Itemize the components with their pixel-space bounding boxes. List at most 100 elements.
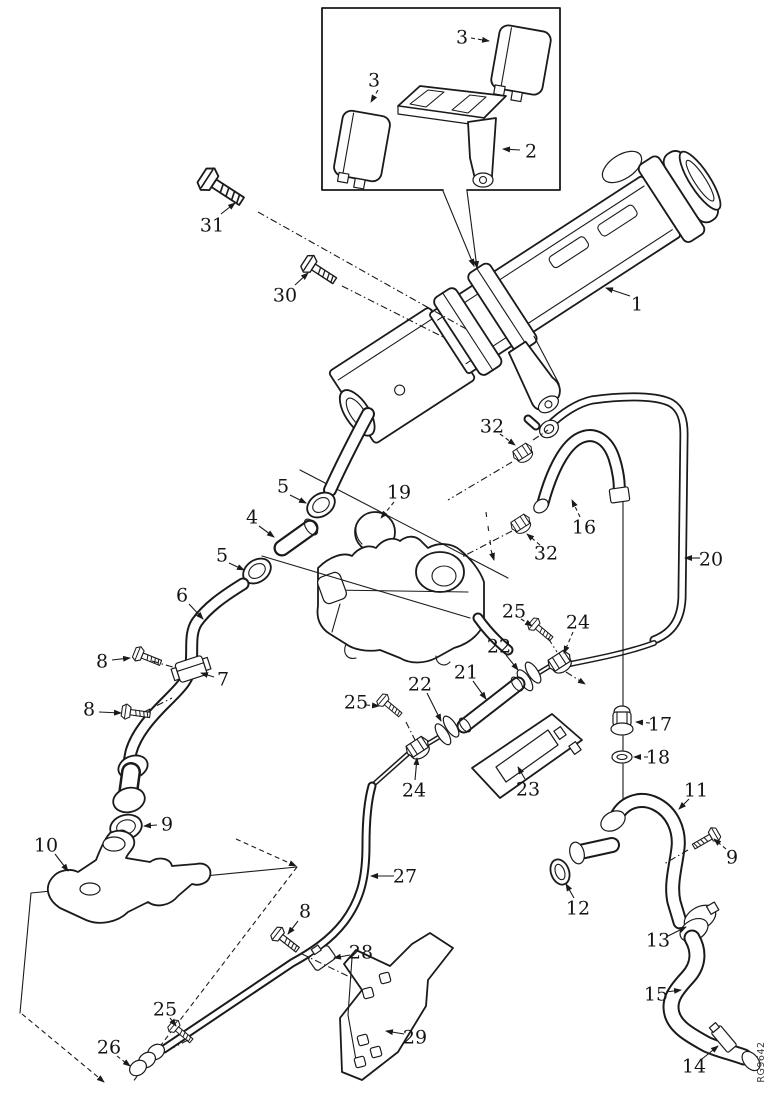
leader-line-17 bbox=[635, 719, 651, 726]
part-28-clamp bbox=[308, 944, 336, 971]
part-label-17: 17 bbox=[648, 714, 672, 736]
part-label-28: 28 bbox=[349, 942, 373, 964]
leader-line-3 bbox=[470, 36, 490, 43]
part-1-cooler-assembly bbox=[328, 150, 722, 444]
part-label-29: 29 bbox=[403, 1027, 427, 1049]
leader-line-9 bbox=[713, 838, 727, 850]
part-label-30: 30 bbox=[273, 285, 297, 307]
part-label-11: 11 bbox=[684, 780, 708, 802]
leader-line-8 bbox=[287, 920, 299, 935]
inset-detail-box bbox=[321, 7, 561, 269]
part-32-fitting-upper bbox=[447, 429, 549, 501]
part-label-23: 23 bbox=[516, 779, 540, 801]
leader-line-1 bbox=[605, 287, 631, 297]
leader-line-30 bbox=[294, 272, 309, 286]
part-14-clamp bbox=[708, 1022, 737, 1053]
part-8-bolt-bottom bbox=[268, 924, 355, 980]
part-23-shield bbox=[471, 713, 583, 799]
part-label-9: 9 bbox=[726, 847, 738, 869]
leader-line-22 bbox=[505, 654, 519, 671]
part-10-gasket bbox=[46, 829, 212, 924]
part-2-bracket bbox=[397, 85, 507, 188]
part-label-8: 8 bbox=[96, 651, 108, 673]
part-label-27: 27 bbox=[393, 866, 417, 888]
part-9-bolt-right bbox=[663, 825, 723, 865]
part-7-clamp bbox=[170, 655, 212, 683]
part-label-12: 12 bbox=[566, 898, 590, 920]
part-label-18: 18 bbox=[646, 747, 670, 769]
part-30-bolt bbox=[298, 252, 446, 339]
part-label-6: 6 bbox=[176, 585, 188, 607]
part-label-32: 32 bbox=[534, 543, 558, 565]
figure-watermark: RG9642 bbox=[756, 1041, 767, 1082]
leader-line-23 bbox=[517, 766, 526, 780]
leader-line-8 bbox=[111, 655, 131, 662]
leader-line-32 bbox=[526, 533, 541, 546]
part-19-thermostat-housing bbox=[261, 469, 514, 666]
part-label-25: 25 bbox=[344, 692, 368, 714]
leader-lines bbox=[54, 36, 727, 1067]
line-clamp-ring bbox=[523, 414, 559, 439]
coupling-stack bbox=[237, 407, 375, 590]
leader-line-25 bbox=[365, 702, 380, 709]
part-label-10: 10 bbox=[34, 835, 58, 857]
part-32-fitting-lower bbox=[461, 512, 535, 558]
part-label-22: 22 bbox=[408, 674, 432, 696]
leader-line-16 bbox=[571, 499, 581, 518]
part-21-tube bbox=[456, 676, 526, 734]
leader-line-19 bbox=[380, 501, 395, 519]
part-20-line bbox=[447, 392, 689, 667]
part-label-20: 20 bbox=[699, 549, 723, 571]
part-label-3: 3 bbox=[368, 70, 380, 92]
part-label-15: 15 bbox=[644, 984, 668, 1006]
leader-line-5 bbox=[289, 494, 307, 504]
part-label-25: 25 bbox=[502, 601, 526, 623]
part-27-tube-group bbox=[129, 781, 454, 1081]
part-label-3: 3 bbox=[456, 27, 468, 49]
part-25-bolt-bottom bbox=[162, 1017, 197, 1054]
leader-line-31 bbox=[220, 202, 236, 215]
part-6-tube bbox=[107, 577, 250, 864]
leader-line-4 bbox=[258, 525, 275, 538]
part-3-pad-right bbox=[490, 24, 552, 103]
leader-line-7 bbox=[200, 672, 215, 678]
line-cluster bbox=[371, 615, 586, 799]
part-label-5: 5 bbox=[277, 476, 289, 498]
leader-line-15 bbox=[665, 987, 682, 994]
part-18-washer bbox=[611, 750, 633, 764]
part-25-bolt-upper bbox=[525, 615, 558, 653]
part-label-19: 19 bbox=[387, 482, 411, 504]
part-label-14: 14 bbox=[682, 1056, 706, 1078]
part-3-pad-left bbox=[333, 109, 391, 190]
part-label-26: 26 bbox=[97, 1037, 121, 1059]
part-label-7: 7 bbox=[217, 669, 229, 691]
part-17-fitting bbox=[610, 705, 634, 736]
part-15-hose bbox=[662, 929, 761, 1072]
leader-line-26 bbox=[116, 1055, 131, 1067]
leader-line-3 bbox=[370, 89, 379, 103]
part-31-bolt bbox=[194, 163, 469, 331]
part-label-5: 5 bbox=[216, 545, 228, 567]
leader-line-22 bbox=[426, 692, 442, 722]
part-label-4: 4 bbox=[246, 507, 258, 529]
part-12-seal bbox=[549, 858, 571, 886]
leader-line-11 bbox=[678, 798, 690, 810]
leader-line-10 bbox=[54, 853, 69, 872]
leader-line-6 bbox=[188, 603, 204, 620]
leader-line-29 bbox=[385, 1029, 405, 1036]
part-label-9: 9 bbox=[161, 814, 173, 836]
part-8-bolt-lower bbox=[120, 697, 173, 724]
leader-line-24 bbox=[413, 757, 420, 781]
leader-line-13 bbox=[667, 926, 687, 937]
part-label-1: 1 bbox=[631, 294, 643, 316]
leader-line-2 bbox=[502, 146, 521, 153]
part-label-8: 8 bbox=[299, 901, 311, 923]
leader-line-25 bbox=[520, 618, 533, 627]
part-24-fitting-lower bbox=[402, 734, 435, 764]
part-8-bolt-upper bbox=[130, 644, 177, 671]
leader-line-8 bbox=[98, 709, 122, 716]
leader-line-12 bbox=[565, 883, 575, 899]
part-label-8: 8 bbox=[83, 699, 95, 721]
